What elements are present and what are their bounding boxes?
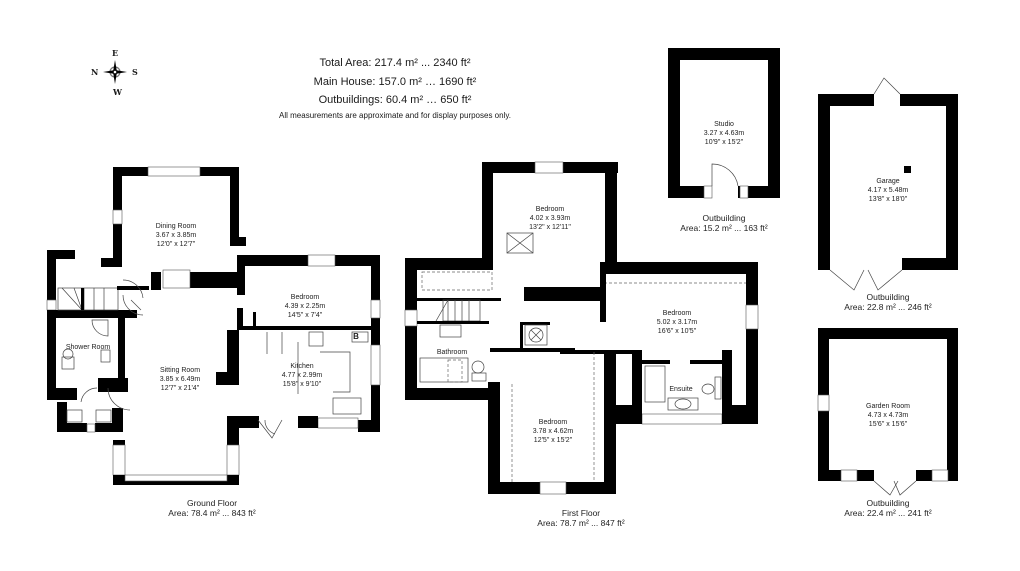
boiler-marker: B [353,332,359,341]
compass-w: W [113,87,122,97]
compass-s: S [132,67,138,77]
first-floor-plan [404,161,759,495]
compass-icon: E S W N [91,48,138,97]
compass-e: E [112,48,119,58]
garden-room-plan [817,328,958,496]
studio-plan [668,48,780,199]
disclaimer: All measurements are approximate and for… [279,111,511,120]
compass-n: N [91,67,99,77]
room-ensuite: Ensuite [669,386,693,393]
garage-plan [818,77,958,291]
room-shower: Shower Room [65,344,111,351]
ground-floor-plan [46,166,381,485]
outbuildings-area: Outbuildings: 60.4 m² … 650 ft² [318,94,472,106]
total-area: Total Area: 217.4 m² ... 2340 ft² [319,57,471,69]
main-house-area: Main House: 157.0 m² … 1690 ft² [313,76,477,88]
room-bathroom: Bathroom [436,349,468,356]
